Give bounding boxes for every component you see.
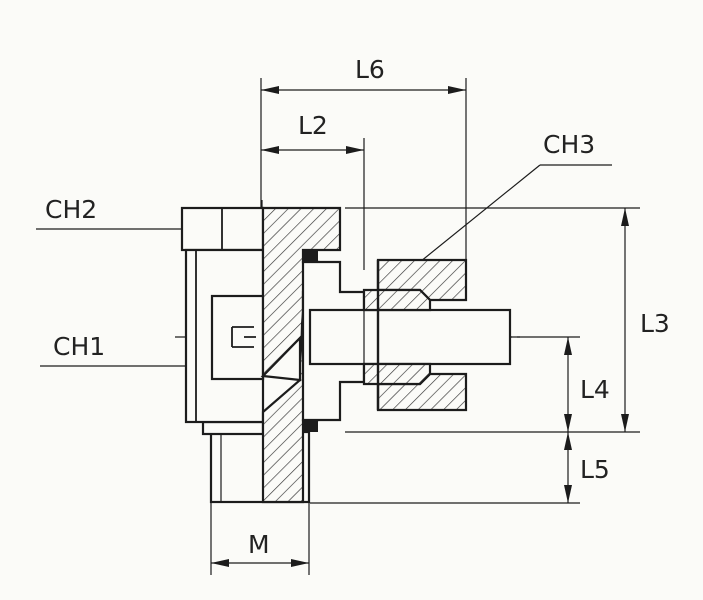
label-l3: L3 xyxy=(640,309,670,338)
dimension-labels: L6 L2 CH3 CH2 CH1 L3 L4 L5 M xyxy=(45,55,670,559)
label-m: M xyxy=(248,530,270,559)
label-l6: L6 xyxy=(355,55,385,84)
label-ch2: CH2 xyxy=(45,195,97,224)
tube-and-nut xyxy=(308,258,512,412)
label-ch3: CH3 xyxy=(543,130,595,159)
dimension-lines xyxy=(210,78,640,575)
label-ch1: CH1 xyxy=(53,332,105,361)
label-l4: L4 xyxy=(580,375,610,404)
label-l5: L5 xyxy=(580,455,610,484)
label-l2: L2 xyxy=(298,111,328,140)
fitting-body xyxy=(180,206,366,504)
